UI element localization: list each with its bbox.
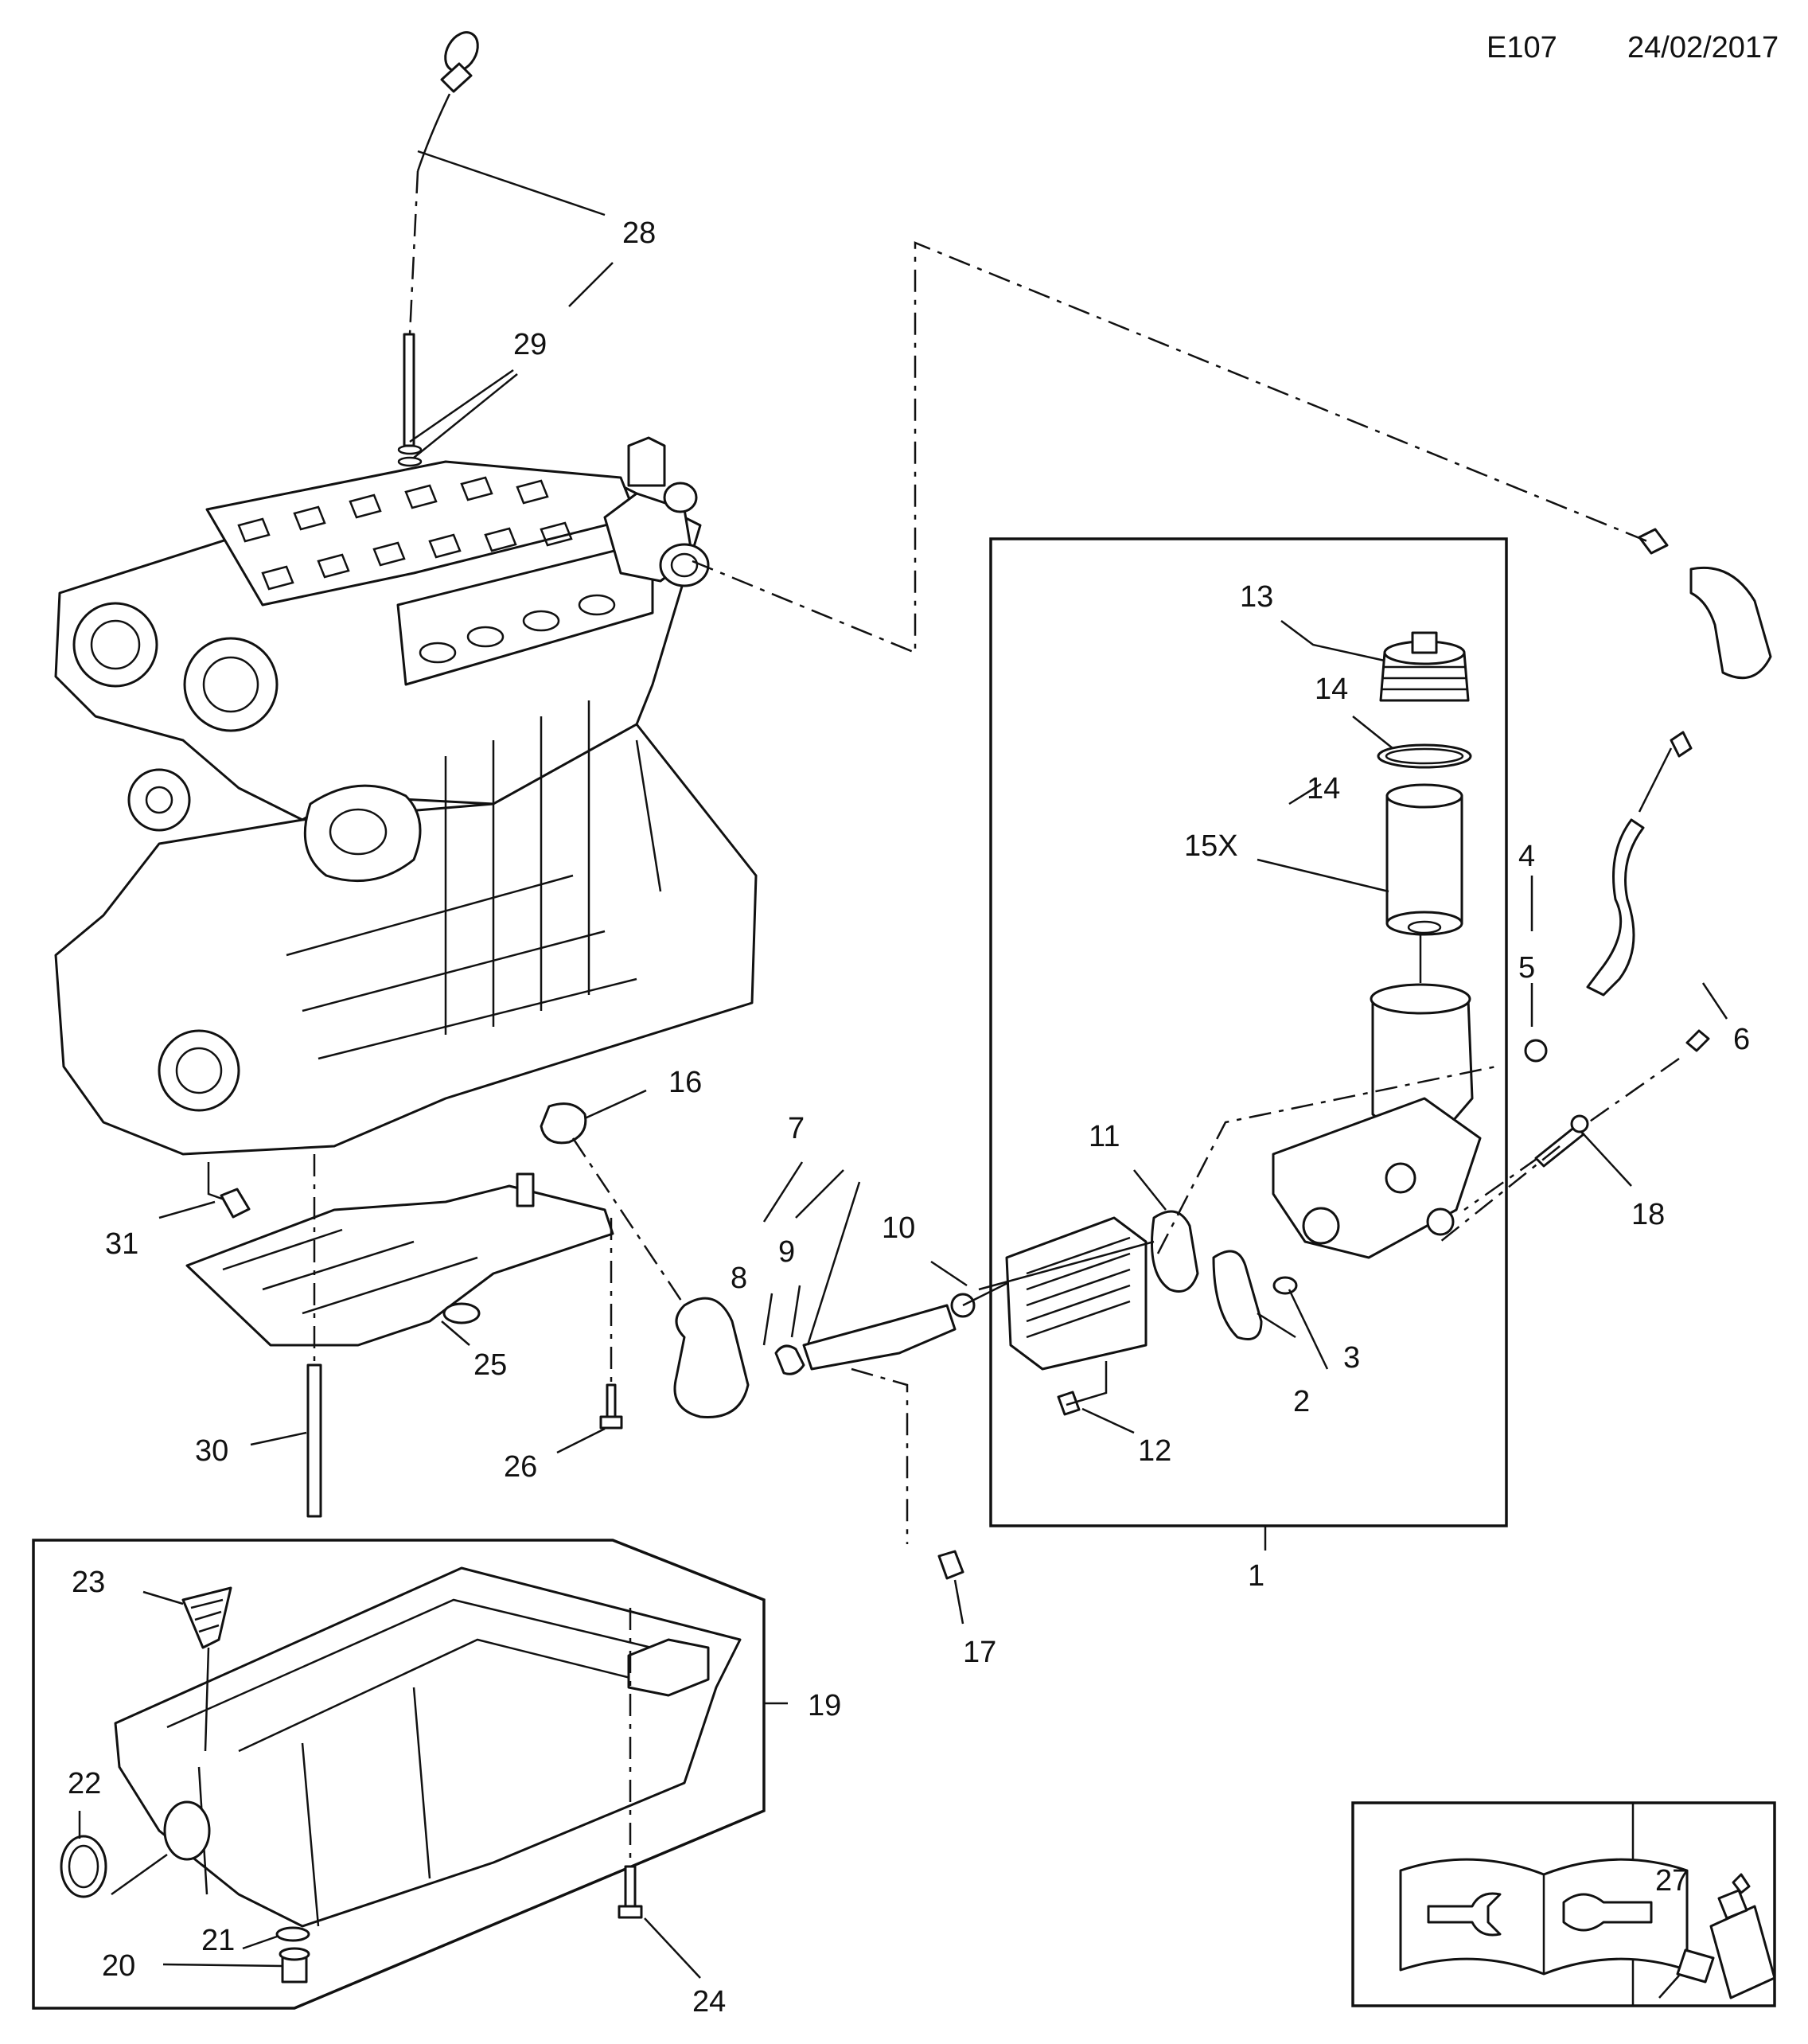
pan-bolt-24	[618, 1608, 643, 1919]
callout-18: 18	[1631, 1198, 1665, 1231]
diagram-code: E107	[1487, 31, 1557, 64]
callout-9: 9	[778, 1235, 795, 1269]
drain-washer-21	[275, 1926, 310, 1942]
callout-15x: 15X	[1184, 829, 1238, 863]
callout-29: 29	[513, 328, 547, 361]
callout-14-b: 14	[1307, 772, 1340, 806]
callout-12: 12	[1138, 1434, 1171, 1468]
drain-plug-20	[279, 1947, 310, 1984]
cooler-bolt	[1057, 1361, 1108, 1416]
callout-30: 30	[195, 1434, 228, 1468]
callout-labels: 28 29 13 14 14 15X 4 5 6 18 11 16 7 10 9…	[68, 216, 1750, 2019]
baffle-bolt	[599, 1218, 623, 1430]
oil-pan	[114, 1566, 742, 1928]
callout-14-a: 14	[1315, 673, 1348, 706]
cooler-oring	[1272, 1276, 1298, 1295]
oil-filter-cap	[1379, 631, 1470, 702]
callout-27: 27	[1655, 1864, 1689, 1898]
oil-cooler-hose	[540, 1102, 1011, 1580]
oil-pickup-rod	[306, 1154, 322, 1518]
dipstick-tube	[397, 170, 423, 467]
connection-dash-line	[692, 241, 1648, 654]
coolant-pipe	[1524, 528, 1772, 1063]
callout-23: 23	[72, 1566, 105, 1599]
callout-13: 13	[1240, 580, 1273, 614]
engine-block	[54, 436, 758, 1156]
callout-2: 2	[1293, 1385, 1310, 1418]
callout-22: 22	[68, 1767, 101, 1800]
oil-strainer	[181, 1586, 232, 1752]
callout-24: 24	[692, 1985, 726, 2019]
oil-cooler-gasket	[1212, 1250, 1263, 1340]
oil-cooler	[978, 1210, 1199, 1371]
callout-28: 28	[622, 216, 656, 250]
repair-manual-icon	[1399, 1858, 1689, 1976]
callout-1: 1	[1248, 1559, 1264, 1593]
callout-3: 3	[1343, 1341, 1360, 1375]
callout-6: 6	[1733, 1023, 1750, 1056]
callout-17: 17	[963, 1636, 996, 1669]
pipe-bolt-18	[1440, 1114, 1589, 1242]
oil-filter-housing	[1272, 935, 1482, 1259]
callout-11: 11	[1089, 1120, 1120, 1153]
callout-4: 4	[1518, 840, 1535, 873]
oil-dipstick	[416, 31, 479, 172]
callout-5: 5	[1518, 951, 1535, 985]
sealant-bottle-icon	[1658, 1873, 1776, 1999]
diagram-date: 24/02/2017	[1627, 31, 1779, 64]
oil-level-sensor	[207, 1162, 251, 1219]
oil-filter-module-frame	[989, 537, 1508, 1527]
oil-filter-element	[1385, 783, 1463, 936]
leader-lines	[78, 150, 1728, 1979]
pan-seal-22	[60, 1800, 211, 1898]
callout-7: 7	[788, 1112, 805, 1145]
callout-10: 10	[882, 1211, 915, 1245]
callout-25: 25	[473, 1348, 507, 1382]
oil-baffle-plate	[185, 1172, 614, 1347]
oil-pan-frame	[32, 1539, 766, 2010]
callout-20: 20	[102, 1949, 135, 1983]
callout-16: 16	[668, 1066, 702, 1099]
callout-31: 31	[105, 1227, 138, 1261]
connection-dash-line-2	[1156, 1065, 1497, 1254]
callout-8: 8	[731, 1262, 747, 1295]
callout-19: 19	[808, 1689, 841, 1722]
callout-21: 21	[201, 1924, 235, 1957]
callout-26: 26	[504, 1450, 537, 1484]
oil-filter-seal	[1377, 743, 1472, 769]
